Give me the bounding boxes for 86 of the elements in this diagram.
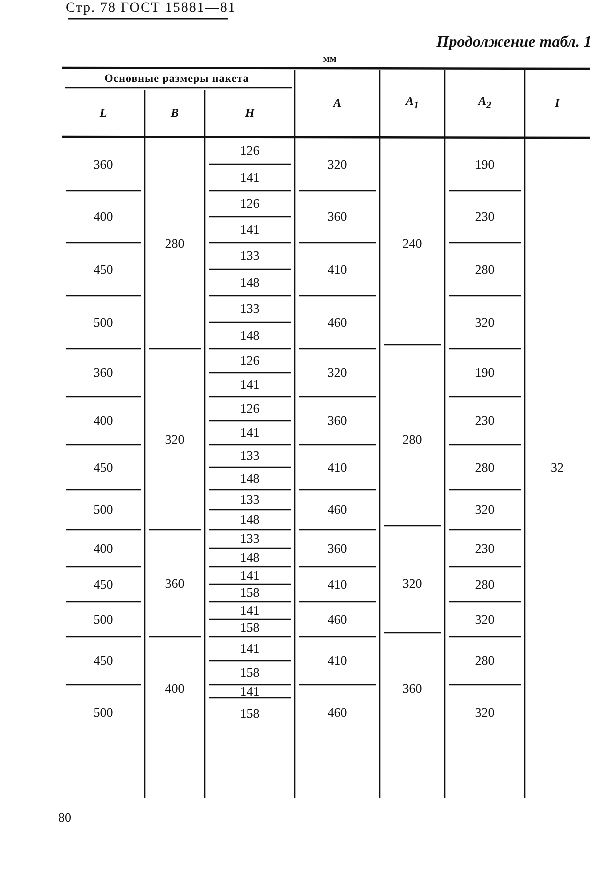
table-cell: 500: [94, 314, 114, 330]
table-cell: 158: [240, 585, 260, 602]
page-header: Стр. 78 ГОСТ 15881—81: [66, 1, 236, 17]
table-cell: 320: [475, 314, 495, 330]
table-cell: 320: [165, 432, 185, 448]
table-cell: 360: [94, 365, 114, 381]
table-cell: 148: [240, 274, 260, 291]
table-cell: 280: [165, 236, 185, 252]
table-cell: 190: [475, 365, 495, 381]
table-cell: 141: [240, 222, 260, 238]
column-header: I: [555, 96, 560, 110]
table-cell: 360: [328, 540, 348, 556]
table-cell: 133: [240, 448, 260, 464]
table-cell: 190: [475, 156, 495, 172]
table-cell: 280: [475, 576, 495, 592]
table-cell: 460: [328, 314, 348, 330]
table-cell: 410: [328, 653, 348, 669]
table-cell: 460: [328, 704, 348, 720]
table-cell: 141: [240, 641, 260, 657]
table-cell: 320: [475, 704, 495, 720]
table-cell: 460: [328, 612, 348, 628]
table-cell: 320: [475, 502, 495, 518]
table-cell: 450: [94, 576, 114, 592]
column-header: L: [100, 106, 108, 120]
table-cell: 126: [240, 196, 260, 212]
table-cell: 500: [94, 502, 114, 518]
table-cell: 280: [475, 460, 495, 476]
table-cell: 141: [240, 377, 260, 393]
column-header: Основные размеры пакета: [104, 73, 250, 85]
table-cell: 148: [240, 550, 260, 566]
table-cell: 230: [475, 540, 495, 556]
table-cell: 158: [240, 665, 260, 681]
page-number: 80: [58, 810, 72, 826]
table-cell: 360: [328, 413, 348, 429]
table-cell: 158: [240, 706, 260, 722]
table-cell: 141: [240, 170, 260, 186]
table-cell: 158: [240, 620, 260, 636]
table-cell: 126: [240, 143, 260, 160]
column-header: A$_{1}$: [406, 94, 419, 112]
table-cell: 280: [402, 432, 422, 448]
table-cell: 450: [94, 262, 114, 278]
table-cell: 320: [328, 156, 348, 172]
table-cell: 450: [94, 653, 114, 669]
table-cell: 32: [551, 460, 564, 476]
table-cell: 141: [240, 602, 260, 619]
table-cell: 133: [240, 492, 260, 508]
table-cell: 141: [240, 684, 260, 700]
table-cell: 230: [475, 413, 495, 429]
table-cell: 126: [240, 401, 260, 417]
table-cell: 450: [94, 460, 114, 476]
table-cell: 400: [94, 209, 114, 225]
table-cell: 148: [240, 470, 260, 487]
table-cell: 148: [240, 512, 260, 528]
table-caption: Продолжение табл. 1: [436, 34, 592, 52]
table-cell: 410: [328, 460, 348, 476]
column-header: B: [170, 106, 179, 120]
table-cell: 148: [240, 328, 260, 344]
column-header: A: [333, 96, 342, 110]
table-cell: 400: [165, 680, 185, 696]
table-cell: 360: [94, 156, 114, 172]
table-cell: 230: [475, 209, 495, 225]
table-cell: 360: [165, 576, 185, 592]
table-cell: 240: [402, 236, 422, 252]
table-cell: 400: [94, 540, 114, 556]
table-cell: 126: [240, 353, 260, 369]
table-cell: 133: [240, 531, 260, 548]
table-cell: 360: [402, 680, 422, 696]
table-cell: 280: [475, 262, 495, 278]
table-cell: 133: [240, 301, 260, 318]
table-cell: 320: [475, 612, 495, 628]
table-cell: 141: [240, 568, 260, 584]
unit-label: мм: [323, 54, 337, 64]
table-cell: 410: [328, 262, 348, 278]
table-cell: 280: [475, 653, 495, 669]
table-cell: 320: [328, 365, 348, 381]
table-cell: 141: [240, 425, 260, 441]
table-cell: 133: [240, 248, 260, 264]
table-cell: 320: [402, 576, 422, 592]
table-cell: 500: [94, 704, 114, 720]
table-cell: 410: [328, 576, 348, 592]
table-cell: 460: [328, 502, 348, 518]
table-cell: 400: [94, 413, 114, 429]
table-cell: 500: [94, 612, 114, 628]
column-header: A$_{2}$: [478, 94, 492, 112]
table-cell: 360: [328, 209, 348, 225]
column-header: H: [245, 106, 255, 120]
